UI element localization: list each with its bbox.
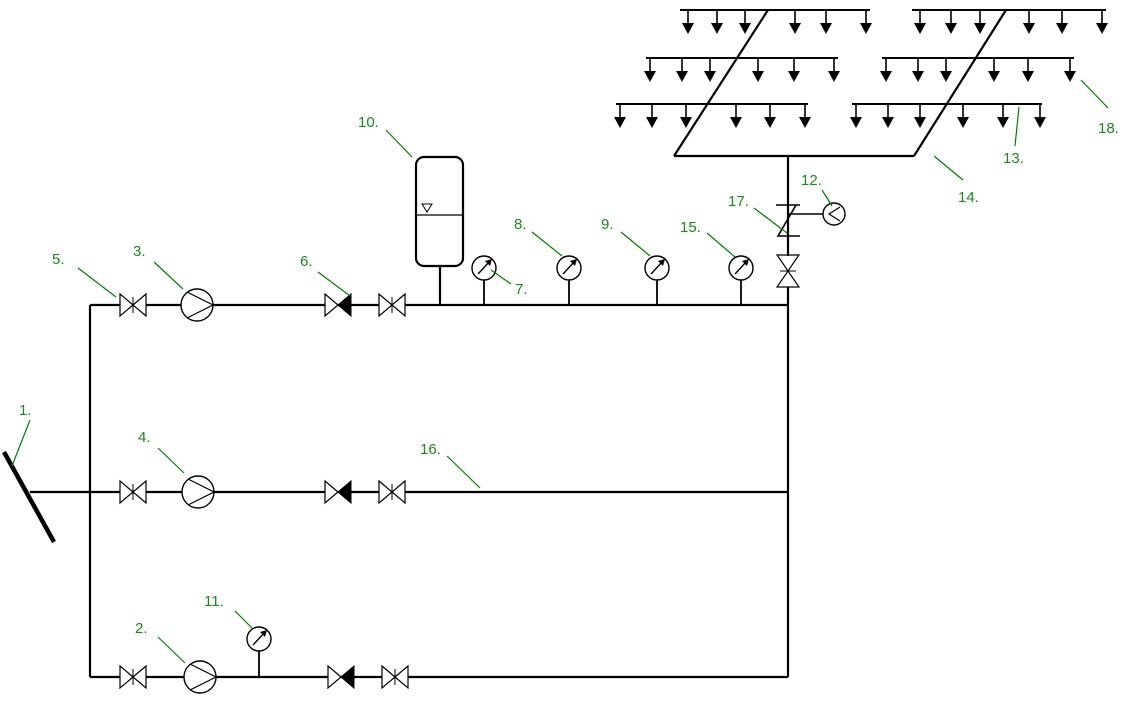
sprinkler-head-icon xyxy=(646,104,658,128)
gate-valve-icon xyxy=(119,479,147,505)
sprinkler-head-icon xyxy=(730,104,742,128)
sprinkler-network xyxy=(614,9,1108,158)
labels: 1. 2. 3. 4. 5. 6. 7. 8. 9. 10. 11. 12. 1… xyxy=(19,114,1119,637)
gate-valve-icon xyxy=(119,292,147,318)
piping xyxy=(30,157,790,679)
sprinkler-head-icon xyxy=(644,58,656,82)
label-2: 2. xyxy=(135,620,148,637)
sprinkler-head-icon xyxy=(711,10,723,34)
components xyxy=(119,202,846,694)
sprinkler-head-icon xyxy=(676,58,688,82)
sprinkler-head-icon xyxy=(752,58,764,82)
sprinkler-head-icon xyxy=(764,104,776,128)
sprinkler-head-icon xyxy=(945,10,957,34)
sprinkler-head-icon xyxy=(1096,10,1108,34)
sprinkler-head-icon xyxy=(1023,10,1035,34)
gate-valve-icon xyxy=(378,292,406,318)
sprinkler-head-icon xyxy=(860,10,872,34)
sprinkler-head-icon xyxy=(682,10,694,34)
branch-pipe xyxy=(850,103,1046,128)
label-8: 8. xyxy=(514,216,527,233)
pressure-tank-icon xyxy=(414,155,465,305)
label-14: 14. xyxy=(958,189,979,206)
sprinkler-head-icon xyxy=(1022,58,1034,82)
label-9: 9. xyxy=(601,216,614,233)
sprinkler-head-icon xyxy=(789,10,801,34)
sprinkler-head-icon xyxy=(914,104,926,128)
gate-valve-icon xyxy=(119,664,147,690)
sprinkler-head-icon xyxy=(850,104,862,128)
label-10: 10. xyxy=(358,114,379,131)
alarm-signal-icon xyxy=(822,202,846,226)
sprinkler-head-icon xyxy=(788,58,800,82)
sprinkler-head-icon xyxy=(997,104,1009,128)
sprinkler-head-icon xyxy=(680,104,692,128)
intake-strainer-icon xyxy=(2,450,56,544)
branch-pipe xyxy=(912,9,1108,34)
sprinkler-head-icon xyxy=(914,10,926,34)
label-5: 5. xyxy=(52,251,65,268)
main-pipe-diagonal-left xyxy=(673,9,769,157)
pressure-gauge-icon xyxy=(471,255,497,305)
sprinkler-head-icon xyxy=(974,10,986,34)
sprinkler-head-icon xyxy=(704,58,716,82)
riser-gate-valve-icon xyxy=(775,254,801,288)
alarm-valve-icon xyxy=(776,204,823,256)
label-11: 11. xyxy=(204,593,224,610)
branch-pipe xyxy=(680,9,872,34)
check-valve-icon xyxy=(324,292,352,318)
gate-valve-icon xyxy=(378,479,406,505)
sprinkler-head-icon xyxy=(880,58,892,82)
sprinkler-head-icon xyxy=(1034,104,1046,128)
label-17: 17. xyxy=(728,193,749,210)
sprinkler-head-icon xyxy=(828,58,840,82)
check-valve-icon xyxy=(327,664,355,690)
sprinkler-head-icon xyxy=(799,104,811,128)
branch-pipes xyxy=(614,9,1108,128)
label-1: 1. xyxy=(19,402,32,419)
leader-lines xyxy=(11,79,1109,664)
pump-icon xyxy=(180,288,215,322)
label-16: 16. xyxy=(420,441,441,458)
branch-pipe xyxy=(644,57,840,82)
branch-pipe xyxy=(614,103,811,128)
label-12: 12. xyxy=(801,172,822,189)
sprinkler-head-icon xyxy=(614,104,626,128)
sprinkler-head-icon xyxy=(940,58,952,82)
sprinkler-head-icon xyxy=(882,104,894,128)
label-7: 7. xyxy=(515,281,528,298)
pressure-gauge-icon xyxy=(556,255,582,305)
check-valve-icon xyxy=(324,479,352,505)
sprinkler-head-icon xyxy=(739,10,751,34)
pump-icon xyxy=(183,660,218,694)
label-4: 4. xyxy=(138,429,151,446)
sprinkler-head-icon xyxy=(1064,58,1076,82)
sprinkler-head-icon xyxy=(957,104,969,128)
branch-pipe xyxy=(880,57,1076,82)
main-pipe-diagonal-right xyxy=(913,9,1007,157)
sprinkler-head-icon xyxy=(988,58,1000,82)
pump-icon xyxy=(181,475,216,509)
label-6: 6. xyxy=(300,253,313,270)
pressure-gauge-icon xyxy=(644,255,670,305)
pressure-gauge-icon xyxy=(246,626,272,677)
label-3: 3. xyxy=(133,243,146,260)
pressure-gauge-icon xyxy=(728,255,754,305)
label-13: 13. xyxy=(1003,150,1024,167)
label-15: 15. xyxy=(680,219,701,236)
gate-valve-icon xyxy=(381,664,409,690)
sprinkler-head-icon xyxy=(820,10,832,34)
sprinkler-head-icon xyxy=(1056,10,1068,34)
label-18: 18. xyxy=(1098,120,1119,137)
sprinkler-head-icon xyxy=(912,58,924,82)
